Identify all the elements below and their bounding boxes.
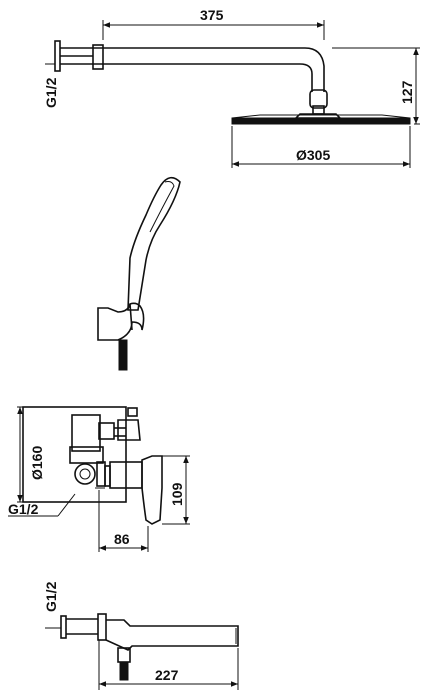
spout-thread-label: G1/2 bbox=[43, 581, 59, 612]
mixer-handle bbox=[141, 455, 163, 525]
head-diameter-label: Ø305 bbox=[296, 147, 330, 163]
hand-shower bbox=[97, 176, 181, 371]
mixer-height-label: Ø160 bbox=[29, 446, 45, 480]
hand-shower-head bbox=[127, 176, 181, 311]
spout-flange bbox=[60, 615, 67, 639]
arm-length-label: 375 bbox=[200, 7, 224, 23]
shower-head-assembly: 375 127 Ø305 G1/2 bbox=[43, 7, 420, 168]
wall-flange bbox=[54, 40, 61, 72]
holder-bracket bbox=[97, 302, 145, 341]
head-height-label: 127 bbox=[399, 80, 415, 104]
mixer-thread-label: G1/2 bbox=[8, 501, 39, 517]
spout-aerator bbox=[119, 661, 129, 681]
spout-length-label: 227 bbox=[155, 667, 179, 683]
mixer-box bbox=[22, 406, 127, 503]
inlet-port bbox=[74, 463, 96, 485]
mixer-depth-label: 86 bbox=[114, 531, 130, 547]
shower-arm bbox=[60, 47, 325, 92]
spout-assembly: G1/2 227 bbox=[43, 581, 239, 690]
arm-thread-label: G1/2 bbox=[43, 77, 59, 108]
shower-head-disk bbox=[231, 117, 411, 125]
ball-joint bbox=[309, 89, 328, 109]
hose-connector bbox=[118, 339, 128, 371]
handle-height-label: 109 bbox=[169, 482, 185, 506]
mixer-assembly: Ø160 109 86 G1/2 bbox=[8, 406, 190, 552]
flange-nut bbox=[92, 44, 104, 70]
spout-body bbox=[105, 619, 239, 651]
